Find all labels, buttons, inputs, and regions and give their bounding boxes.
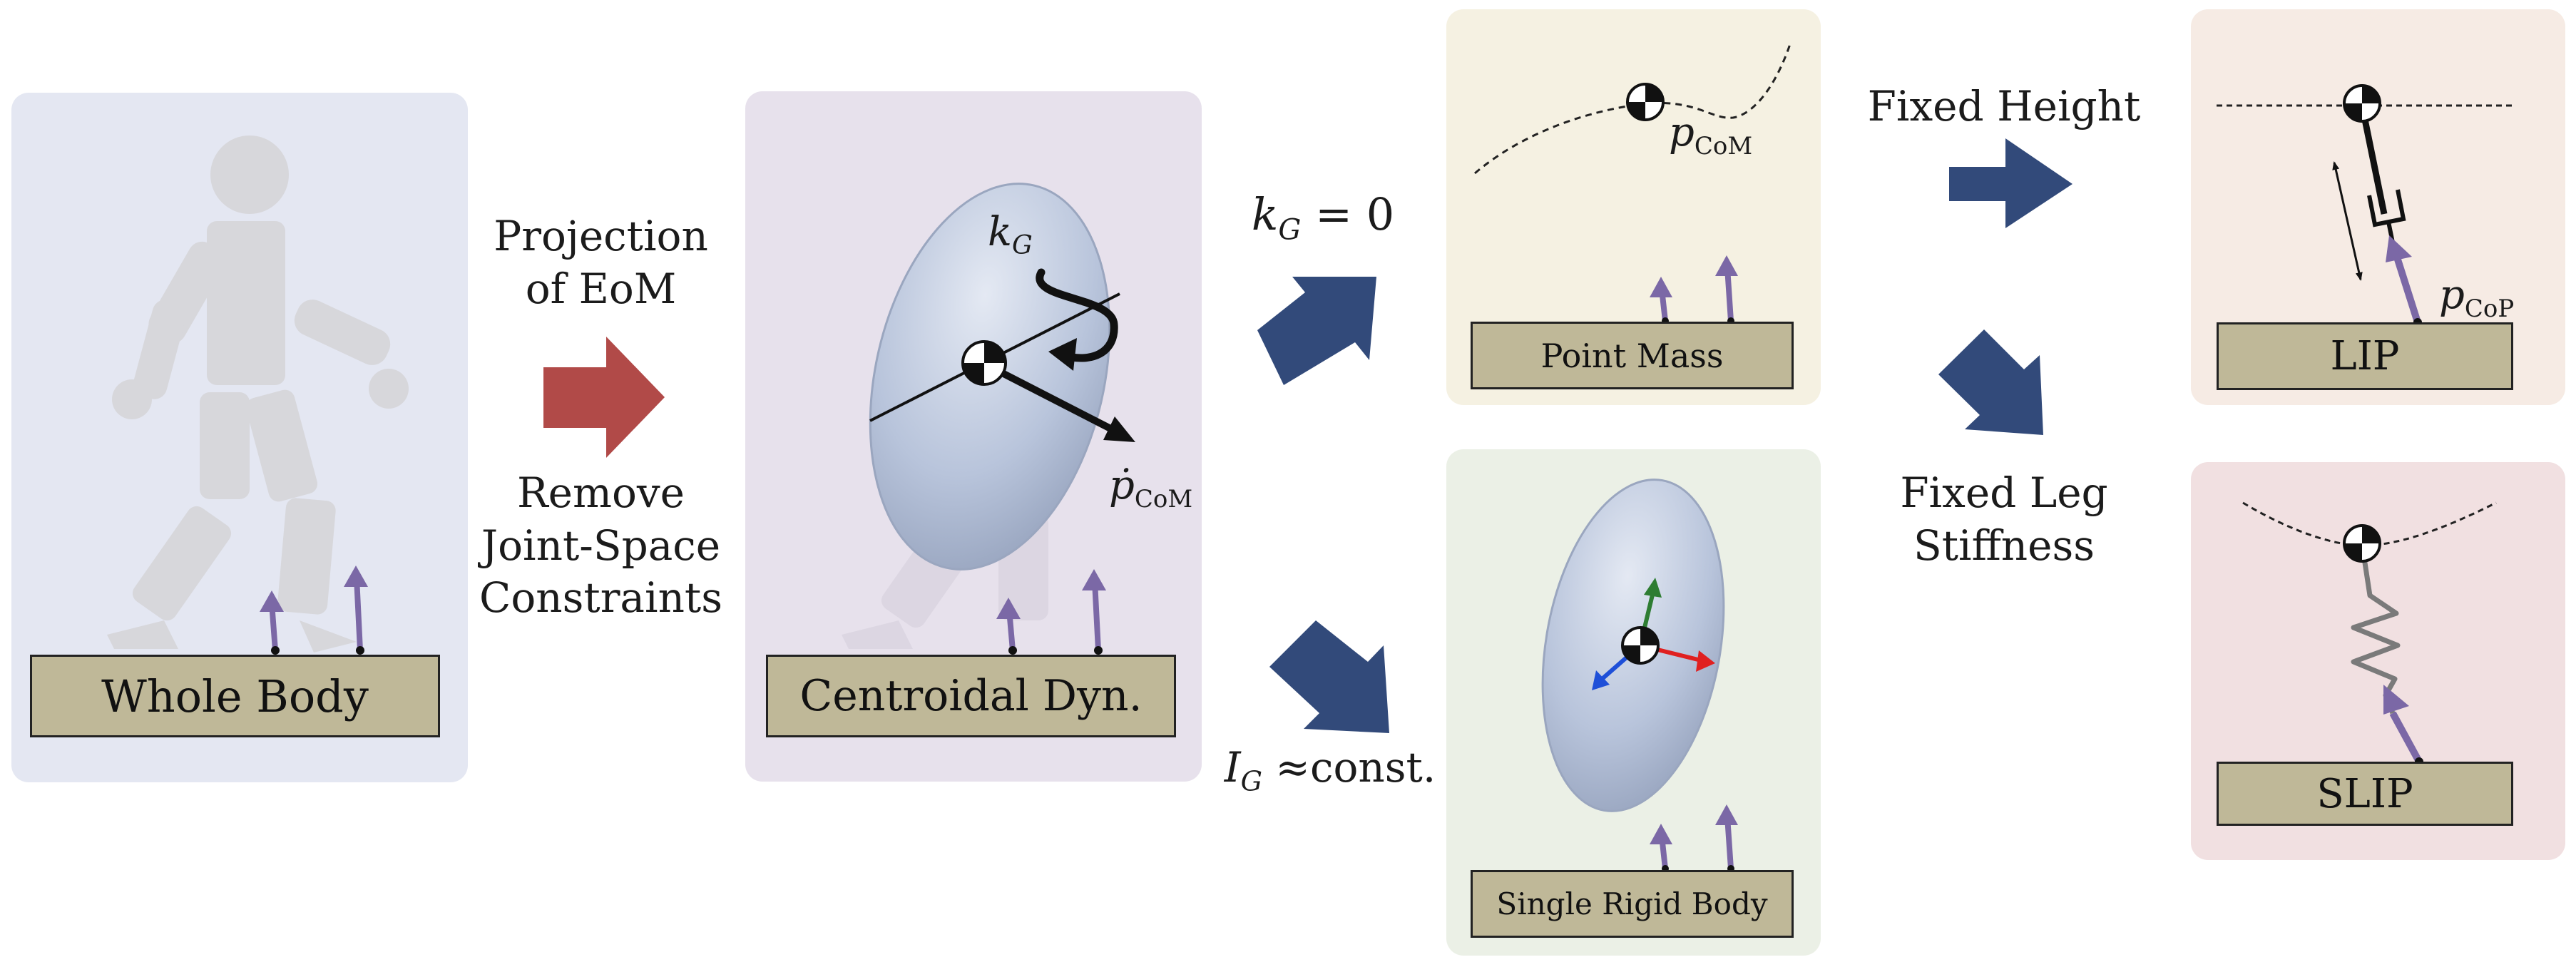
com-marker-point-mass	[1626, 83, 1665, 121]
robot-silhouette	[107, 135, 409, 653]
point-mass-label: Point Mass	[1471, 322, 1794, 389]
com-marker-srb	[1621, 626, 1660, 665]
remove-line-3: Constraints	[479, 573, 722, 623]
ig-const-arrow	[1269, 620, 1389, 733]
single-rigid-body-label: Single Rigid Body	[1471, 870, 1794, 938]
projection-arrow	[543, 337, 665, 458]
com-marker-centroidal	[961, 340, 1007, 386]
kg-zero-arrow	[1257, 277, 1376, 385]
fixed-leg-stiffness-label: Fixed Leg Stiffness	[1847, 467, 2161, 572]
fixed-leg-line-2: Stiffness	[1913, 521, 2095, 570]
remove-line-2: Joint-Space	[481, 521, 721, 570]
projection-top-label: Projection of EoM	[456, 210, 745, 315]
p-cop-annotation: pCoP	[2439, 272, 2515, 324]
fixed-height-arrow	[1949, 138, 2072, 228]
com-velocity-arrowhead	[1103, 416, 1135, 442]
centroidal-forces	[996, 569, 1106, 655]
projection-line-1: Projection	[494, 212, 708, 260]
kg-zero-label: kG = 0	[1251, 188, 1395, 247]
projection-bottom-label: Remove Joint-Space Constraints	[456, 467, 745, 625]
whole-body-label: Whole Body	[30, 655, 440, 737]
slip-label: SLIP	[2217, 762, 2513, 826]
centroidal-label: Centroidal Dyn.	[766, 655, 1176, 737]
angular-momentum-arrowhead	[1048, 338, 1077, 371]
com-marker-slip	[2343, 524, 2381, 563]
fixed-height-label: Fixed Height	[1867, 82, 2141, 131]
remove-line-1: Remove	[516, 469, 685, 517]
point-mass-forces	[1650, 255, 1738, 324]
lip-leg	[2358, 105, 2388, 215]
slip-leg-lower	[2389, 711, 2423, 764]
angular-momentum-arrow	[1036, 268, 1118, 362]
kg-annotation: kG	[988, 209, 1033, 261]
slip-panel	[2191, 462, 2565, 860]
com-marker-lip	[2343, 84, 2381, 123]
lip-panel	[2191, 9, 2565, 405]
fixed-leg-line-1: Fixed Leg	[1900, 469, 2108, 517]
whole-body-forces	[260, 566, 368, 655]
pdot-com-annotation: ṗCoM	[1109, 462, 1193, 514]
slip-trajectory	[2242, 501, 2497, 547]
lip-length-arrow	[2332, 161, 2363, 281]
lip-force-arrowhead	[2386, 235, 2412, 262]
point-mass-trajectory	[1474, 44, 1792, 175]
p-com-annotation: pCoM	[1669, 109, 1753, 161]
projection-line-2: of EoM	[525, 264, 677, 313]
fixed-leg-stiffness-arrow	[1938, 329, 2043, 435]
slip-force-arrowhead	[2383, 685, 2409, 715]
lip-label: LIP	[2217, 322, 2513, 390]
ig-const-label: IG ≈const.	[1224, 743, 1436, 797]
com-velocity-arrow	[982, 360, 1118, 435]
